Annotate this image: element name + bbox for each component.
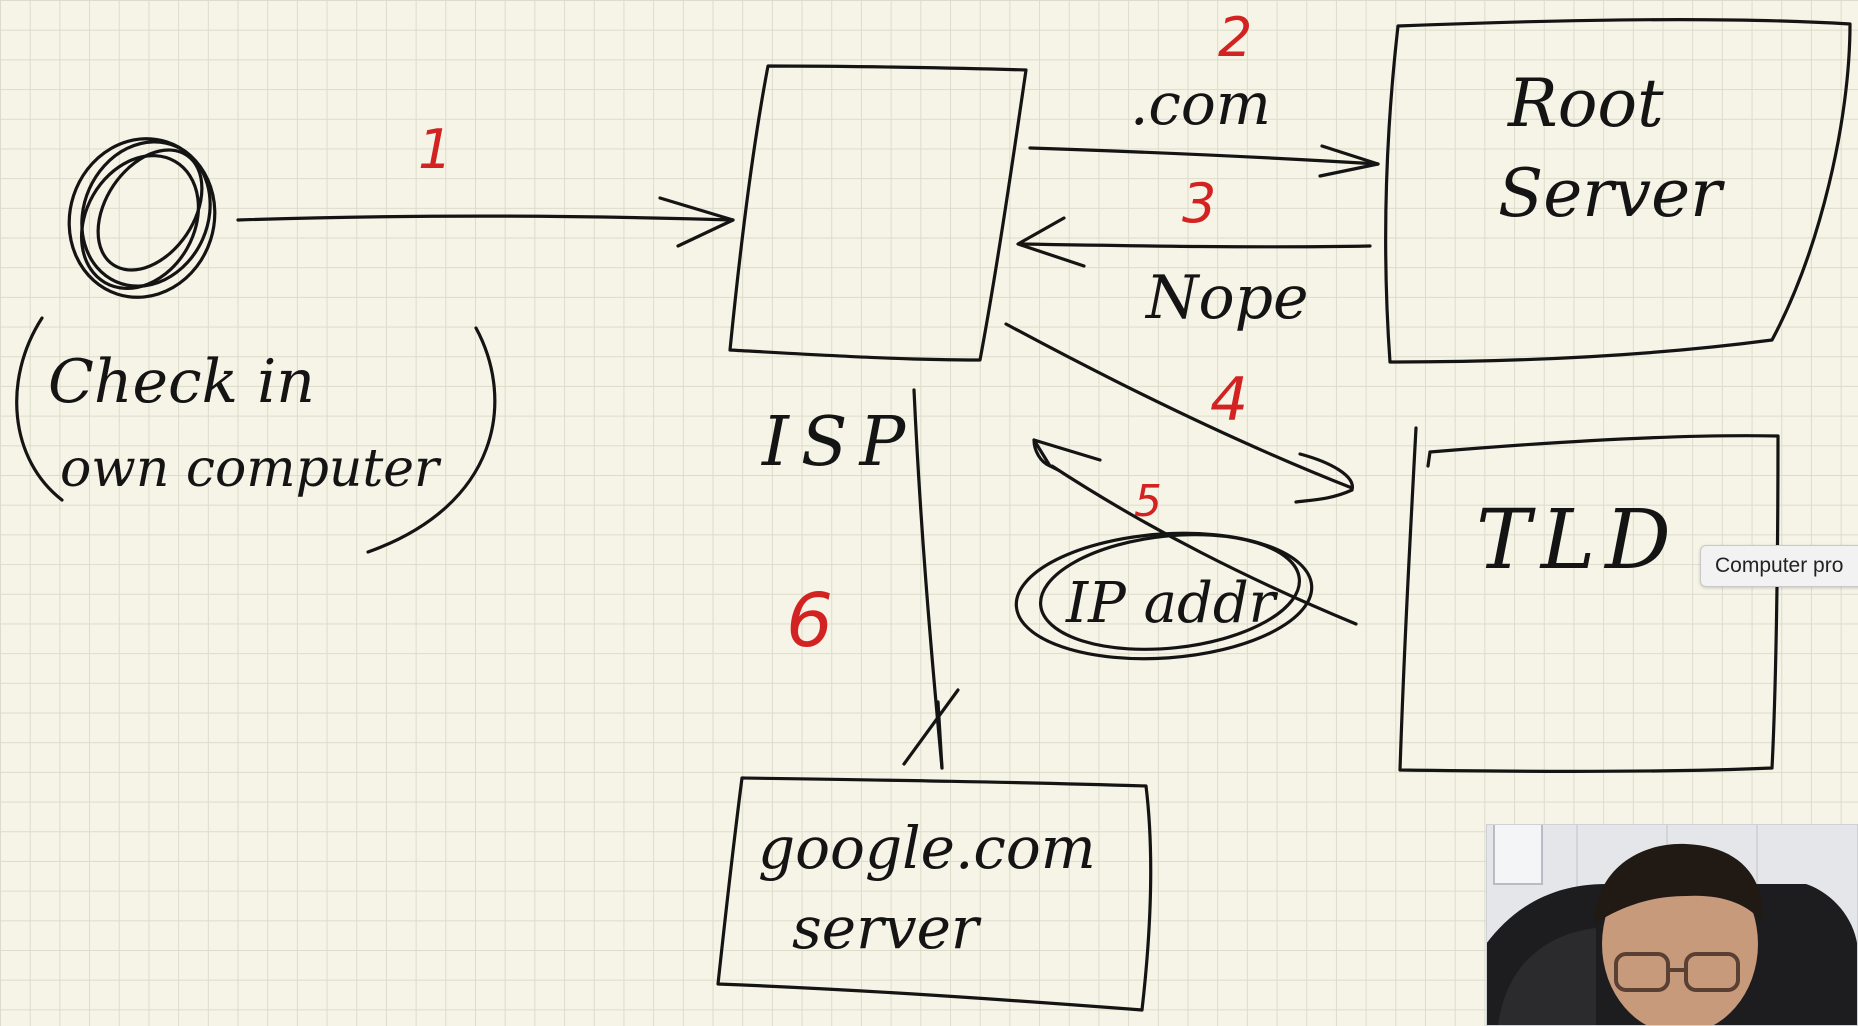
google-server-box — [716, 776, 1153, 1012]
google-label-line2: server — [792, 894, 982, 962]
arrow-6-google-to-isp — [902, 388, 960, 770]
step-number-2: 2 — [1218, 6, 1252, 69]
google-label-line1: google.com — [758, 814, 1096, 882]
tld-box — [1398, 426, 1780, 773]
webcam-video — [1486, 824, 1858, 1026]
computer-note-line1: Check in — [48, 347, 315, 417]
tooltip: Computer pro — [1700, 545, 1858, 587]
ip-addr-circle — [1014, 531, 1314, 661]
arrow-5-tld-to-isp — [1032, 438, 1358, 626]
isp-box — [728, 64, 1028, 362]
computer-node — [67, 137, 217, 299]
step-number-1: 1 — [418, 118, 452, 181]
root-label-line1: Root — [1507, 65, 1664, 142]
step-number-6: 6 — [786, 578, 833, 664]
ip-addr-label: IP addr — [1065, 571, 1279, 636]
tooltip-text: Computer pro — [1715, 554, 1844, 577]
step-number-4: 4 — [1210, 365, 1248, 435]
arrow-2-isp-to-root — [1028, 144, 1380, 178]
root-label-line2: Server — [1498, 155, 1725, 232]
nope-label: Nope — [1144, 263, 1309, 333]
com-label: .com — [1130, 70, 1271, 138]
root-server-box — [1383, 17, 1852, 364]
note-left-paren — [15, 316, 64, 502]
step-number-3: 3 — [1182, 172, 1216, 235]
arrow-1-computer-to-isp — [236, 196, 735, 248]
step-number-5: 5 — [1134, 476, 1162, 527]
isp-label: ISP — [760, 403, 917, 482]
computer-note-line2: own computer — [60, 439, 442, 499]
note-right-paren — [366, 326, 497, 554]
arrow-3-root-to-isp — [1016, 216, 1372, 268]
presenter-image — [1486, 824, 1858, 1026]
arrow-4-isp-to-tld — [1004, 322, 1354, 504]
tld-label: TLD — [1476, 493, 1681, 588]
